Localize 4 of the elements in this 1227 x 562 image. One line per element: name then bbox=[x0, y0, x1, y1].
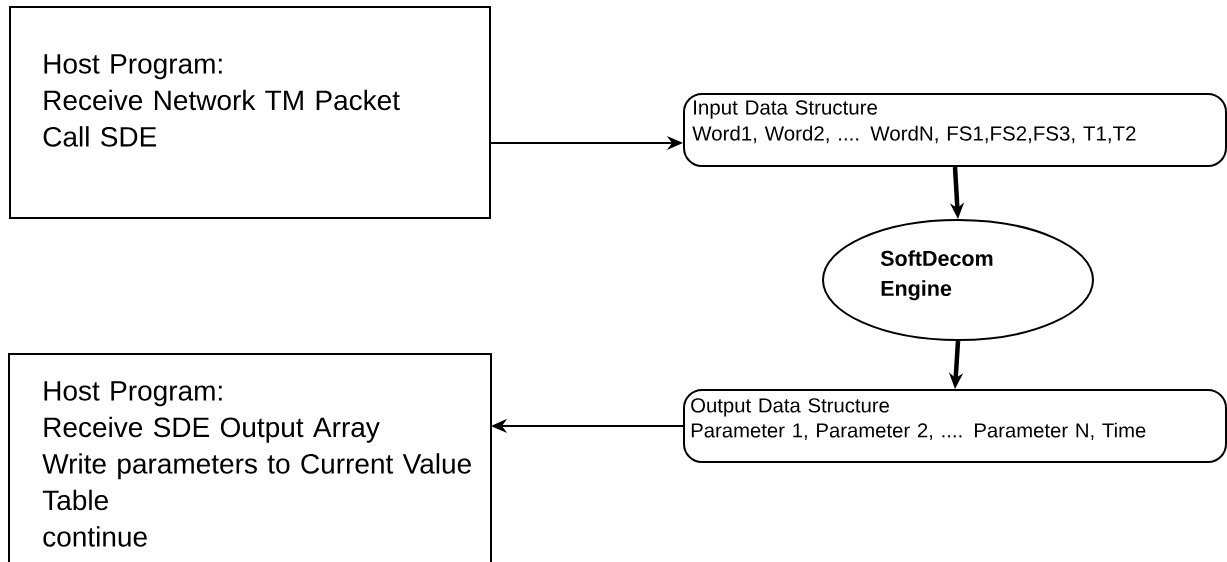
data-box: Input Data Structure Word1, Word2, .... WordN, FS1,FS2,FS3, T1,T2 bbox=[683, 93, 1227, 167]
data-box: Output Data Structure Parameter 1, Parameter 2, .... Parameter N, Time bbox=[683, 389, 1227, 463]
process-box: Host Program: Receive SDE Output Array Write parameters to Current Value Table continue bbox=[8, 353, 492, 562]
process-box: Host Program: Receive Network TM Packet Call SDE bbox=[9, 6, 491, 219]
